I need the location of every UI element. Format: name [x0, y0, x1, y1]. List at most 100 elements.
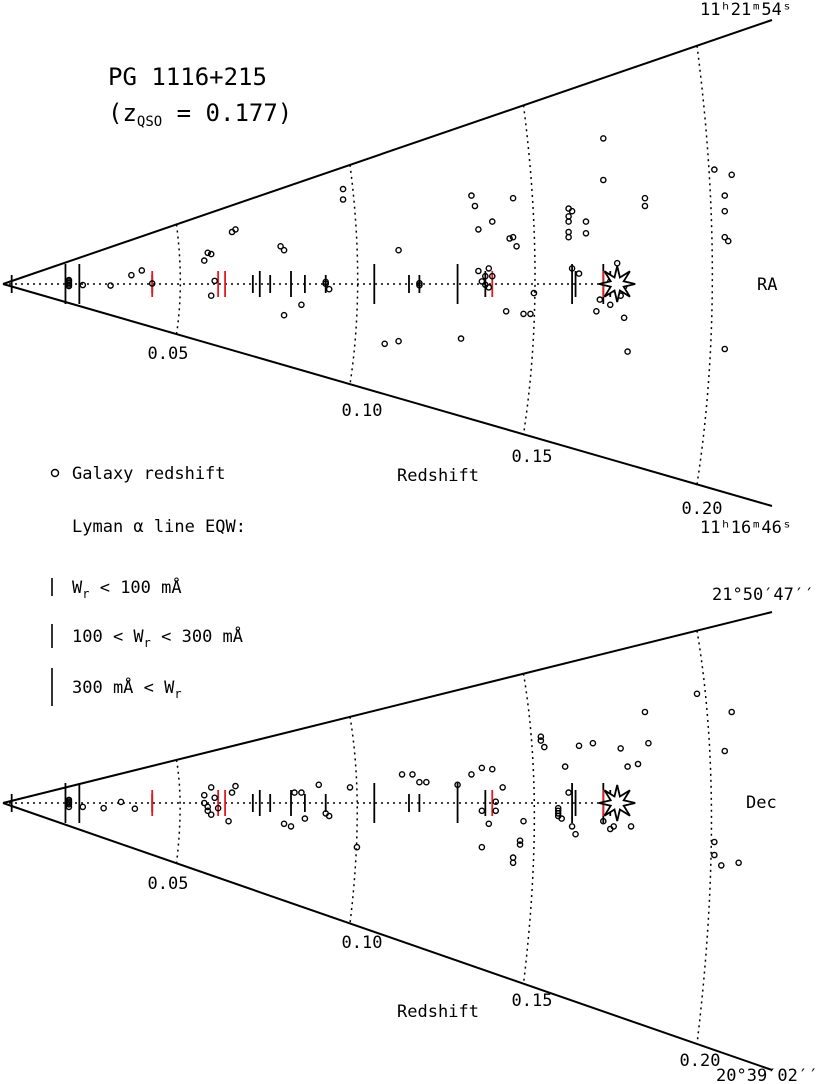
galaxy-point-70: [620, 314, 628, 322]
galaxy-point-16: [232, 226, 239, 233]
panel-side-label: Dec: [746, 793, 777, 813]
galaxy-point-76: [717, 862, 725, 869]
galaxy-point-61: [593, 307, 600, 315]
galaxy-point-27: [395, 246, 402, 254]
galaxy-point-57: [561, 763, 569, 770]
galaxy-point-4: [65, 803, 73, 811]
galaxy-point-39: [485, 820, 493, 828]
legend-w-lt-100: Wr < 100 mÅ: [72, 576, 182, 601]
wedge-top-edge: [2, 611, 773, 804]
legend-w-100-300: 100 < Wr < 300 mÅ: [72, 625, 243, 650]
galaxy-point-36: [478, 764, 486, 772]
wedge-bottom-coord-label: 11ʰ16ᵐ46ˢ: [700, 518, 792, 538]
galaxy-point-56: [558, 815, 565, 822]
galaxy-point-49: [527, 310, 534, 318]
redshift-arc-0: [175, 224, 182, 335]
galaxy-point-36: [478, 278, 486, 285]
galaxy-point-49: [537, 733, 545, 741]
galaxy-point-31: [409, 771, 416, 778]
galaxy-point-57: [568, 265, 576, 272]
galaxy-point-19: [232, 782, 239, 790]
galaxy-point-59: [582, 218, 590, 225]
galaxy-point-35: [468, 771, 475, 778]
tick-label-1: 0.10: [342, 933, 383, 953]
galaxy-point-77: [721, 207, 729, 215]
galaxy-point-25: [339, 196, 347, 203]
galaxy-point-28: [395, 337, 402, 345]
galaxy-point-6: [107, 282, 114, 289]
qso-star-marker: [598, 784, 636, 822]
wedge-top-coord-label: 11ʰ21ᵐ54ˢ: [700, 0, 792, 20]
redshift-arc-2: [522, 673, 536, 984]
redshift-arc-3: [696, 45, 714, 485]
galaxy-point-40: [488, 765, 496, 773]
galaxy-point-46: [516, 837, 524, 845]
galaxy-point-42: [488, 218, 496, 225]
galaxy-point-22: [322, 280, 330, 288]
galaxy-point-22: [291, 789, 298, 796]
galaxy-point-29: [416, 279, 423, 287]
galaxy-point-45: [509, 194, 517, 202]
galaxy-point-53: [565, 218, 572, 225]
galaxy-point-66: [606, 301, 614, 309]
redshift-arc-1: [349, 716, 358, 924]
wedge-top-coord-label: 21°50′47′′: [712, 585, 814, 605]
galaxy-point-30: [398, 771, 406, 778]
x-axis-label: Redshift: [397, 1002, 479, 1022]
galaxy-point-31: [457, 335, 465, 342]
galaxy-point-59: [568, 823, 576, 830]
redshift-arc-0: [175, 759, 181, 864]
galaxy-point-13: [211, 277, 218, 285]
galaxy-point-70: [634, 760, 642, 768]
galaxy-point-28: [346, 784, 354, 791]
galaxy-point-16: [214, 804, 222, 812]
galaxy-point-78: [728, 708, 736, 716]
galaxy-point-74: [641, 202, 649, 210]
galaxy-point-18: [228, 789, 236, 796]
galaxy-point-34: [475, 226, 482, 233]
tick-label-3: 0.20: [680, 1051, 721, 1071]
galaxy-point-18: [280, 246, 288, 254]
legend-lyman-header: Lyman α line EQW:: [72, 517, 246, 537]
galaxy-point-46: [509, 233, 517, 241]
galaxy-point-45: [509, 859, 517, 867]
galaxy-point-35: [475, 267, 482, 275]
galaxy-point-19: [280, 311, 288, 319]
wedge-bottom-edge: [2, 802, 773, 1071]
panel-dec: 0.050.100.150.20DecRedshift21°50′47′′20°…: [2, 585, 818, 1084]
galaxy-point-10: [200, 799, 208, 807]
galaxy-point-77: [721, 747, 729, 755]
galaxy-point-13: [207, 784, 215, 791]
galaxy-point-50: [537, 737, 545, 744]
galaxy-point-30: [416, 281, 423, 289]
galaxy-point-40: [485, 265, 493, 272]
galaxy-point-37: [482, 272, 489, 280]
galaxy-point-53: [554, 807, 562, 815]
galaxy-point-58: [575, 270, 583, 277]
galaxy-point-63: [600, 135, 607, 142]
galaxy-point-44: [506, 235, 513, 242]
tick-label-2: 0.15: [512, 991, 553, 1011]
galaxy-point-47: [516, 841, 524, 848]
panel-side-label: RA: [757, 275, 777, 295]
galaxy-point-68: [624, 763, 631, 770]
title-line-2: (zQSO = 0.177): [108, 99, 292, 130]
legend-galaxy-label: Galaxy redshift: [72, 464, 226, 484]
legend-galaxy-marker: [50, 468, 60, 478]
galaxy-point-34: [454, 781, 461, 789]
galaxy-point-47: [513, 242, 520, 250]
galaxy-point-55: [565, 233, 572, 241]
galaxy-point-71: [641, 708, 649, 716]
galaxy-point-9: [148, 280, 156, 287]
galaxy-point-73: [693, 690, 701, 698]
galaxy-point-5: [79, 803, 87, 811]
galaxy-point-10: [200, 257, 208, 264]
galaxy-point-39: [485, 284, 493, 291]
galaxy-point-24: [339, 185, 347, 193]
galaxy-point-7: [117, 798, 125, 806]
tick-label-1: 0.10: [342, 401, 383, 421]
galaxy-point-5: [79, 281, 87, 289]
galaxy-point-43: [499, 784, 506, 791]
galaxy-point-63: [600, 817, 607, 825]
